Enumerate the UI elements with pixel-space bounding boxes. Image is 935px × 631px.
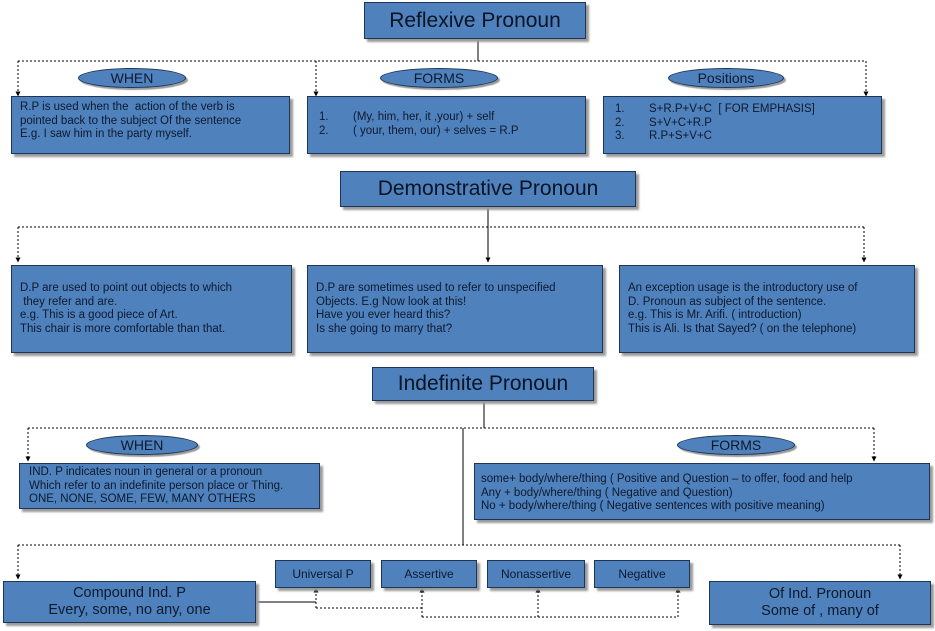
demonstrative-middle-box: D.P are sometimes used to refer to unspe… — [307, 265, 603, 353]
reflexive-pronoun-title: Reflexive Pronoun — [364, 2, 586, 39]
demonstrative-line: D.P are used to point out objects to whi… — [20, 282, 233, 294]
demonstrative-line: e.g. This is Mr. Arifi. ( introduction) — [628, 309, 802, 321]
reflexive-when-line: pointed back to the subject Of the sente… — [20, 114, 242, 127]
indefinite-forms-box: some+ body/where/thing ( Positive and Qu… — [474, 463, 930, 520]
indefinite-forms-line: some+ body/where/thing ( Positive and Qu… — [481, 473, 853, 485]
item-number: 1. — [319, 111, 329, 123]
demonstrative-line: This is Ali. Is that Sayed? ( on the tel… — [628, 322, 857, 335]
reflexive-positions-item: 3. R.P+S+V+C — [615, 130, 875, 144]
demonstrative-line: D.P are sometimes used to refer to unspe… — [316, 282, 556, 294]
indefinite-when-line: IND. P indicates noun in general or a pr… — [29, 466, 263, 478]
item-number: 1. — [615, 103, 625, 115]
type-label: Nonassertive — [500, 567, 572, 581]
indefinite-forms-oval: FORMS — [677, 435, 795, 455]
reflexive-when-box: R.P is used when the action of the verb … — [11, 96, 290, 154]
of-ind-line: Some of , many of — [761, 603, 879, 619]
reflexive-forms-item: 1. (My, him, her, it ,your) + self — [319, 111, 579, 125]
reflexive-positions-item: 1. S+R.P+V+C [ FOR EMPHASIS] — [615, 103, 875, 117]
demonstrative-line: D. Pronoun as subject of the sentence. — [628, 295, 827, 308]
indefinite-forms-line: No + body/where/thing ( Negative sentenc… — [481, 500, 825, 512]
of-ind-pronoun-box: Of Ind. Pronoun Some of , many of — [709, 581, 931, 625]
item-number: 2. — [319, 124, 329, 137]
reflexive-title-text: Reflexive Pronoun — [389, 8, 561, 32]
demonstrative-left-box: D.P are used to point out objects to whi… — [11, 265, 292, 353]
indefinite-when-line: Which refer to an indefinite person plac… — [29, 479, 284, 492]
reflexive-when-line: R.P is used when the action of the verb … — [20, 101, 235, 113]
indefinite-when-box: IND. P indicates noun in general or a pr… — [19, 463, 320, 509]
reflexive-when-line: E.g. I saw him in the party myself. — [20, 128, 192, 140]
reflexive-forms-oval: FORMS — [380, 68, 498, 88]
indefinite-forms-line: Any + body/where/thing ( Negative and Qu… — [481, 486, 733, 499]
reflexive-positions-label: Positions — [697, 70, 755, 86]
indefinite-when-label: WHEN — [120, 437, 164, 453]
demonstrative-pronoun-title: Demonstrative Pronoun — [340, 171, 636, 207]
reflexive-forms-label: FORMS — [413, 70, 465, 86]
type-label: Assertive — [404, 567, 454, 581]
item-text: S+V+C+R.P — [649, 116, 712, 129]
type-label: Negative — [618, 567, 666, 581]
demonstrative-line: An exception usage is the introductory u… — [628, 282, 858, 294]
item-text: ( your, them, our) + selves = R.P — [353, 124, 519, 137]
item-text: (My, him, her, it ,your) + self — [353, 111, 495, 123]
demonstrative-line: Is she going to marry that? — [316, 322, 453, 335]
demonstrative-line: they refer and are. — [20, 295, 118, 308]
indefinite-when-oval: WHEN — [86, 435, 198, 455]
item-number: 3. — [615, 130, 625, 142]
of-ind-line: Of Ind. Pronoun — [768, 586, 872, 602]
type-assertive-box: Assertive — [381, 560, 477, 588]
compound-line: Compound Ind. P — [73, 585, 186, 601]
type-universal-box: Universal P — [275, 560, 371, 588]
item-text: R.P+S+V+C — [649, 130, 712, 142]
demonstrative-line: e.g. This is a good piece of Art. — [20, 309, 178, 321]
reflexive-positions-item: 2. S+V+C+R.P — [615, 117, 875, 131]
reflexive-when-label: WHEN — [110, 70, 154, 86]
demonstrative-right-box: An exception usage is the introductory u… — [619, 265, 915, 353]
compound-ind-pronoun-box: Compound Ind. P Every, some, no any, one — [3, 581, 256, 623]
reflexive-forms-box: 1. (My, him, her, it ,your) + self 2. ( … — [307, 96, 586, 154]
reflexive-positions-box: 1. S+R.P+V+C [ FOR EMPHASIS] 2. S+V+C+R.… — [603, 96, 882, 154]
reflexive-when-oval: WHEN — [78, 68, 186, 88]
indefinite-pronoun-title: Indefinite Pronoun — [372, 367, 594, 401]
compound-line: Every, some, no any, one — [48, 602, 211, 618]
demonstrative-line: This chair is more comfortable than that… — [20, 322, 226, 335]
demonstrative-title-text: Demonstrative Pronoun — [377, 177, 599, 200]
indefinite-when-line: ONE, NONE, SOME, FEW, MANY OTHERS — [29, 493, 256, 505]
demonstrative-line: Have you ever heard this? — [316, 309, 451, 321]
indefinite-forms-label: FORMS — [710, 437, 762, 453]
indefinite-title-text: Indefinite Pronoun — [397, 372, 569, 395]
reflexive-forms-item: 2. ( your, them, our) + selves = R.P — [319, 125, 579, 139]
type-negative-box: Negative — [594, 560, 690, 588]
item-text: S+R.P+V+C [ FOR EMPHASIS] — [649, 103, 815, 115]
type-label: Universal P — [292, 567, 354, 581]
reflexive-positions-oval: Positions — [668, 68, 784, 88]
type-nonassertive-box: Nonassertive — [487, 560, 585, 588]
item-number: 2. — [615, 116, 625, 129]
demonstrative-line: Objects. E.g Now look at this! — [316, 295, 467, 308]
